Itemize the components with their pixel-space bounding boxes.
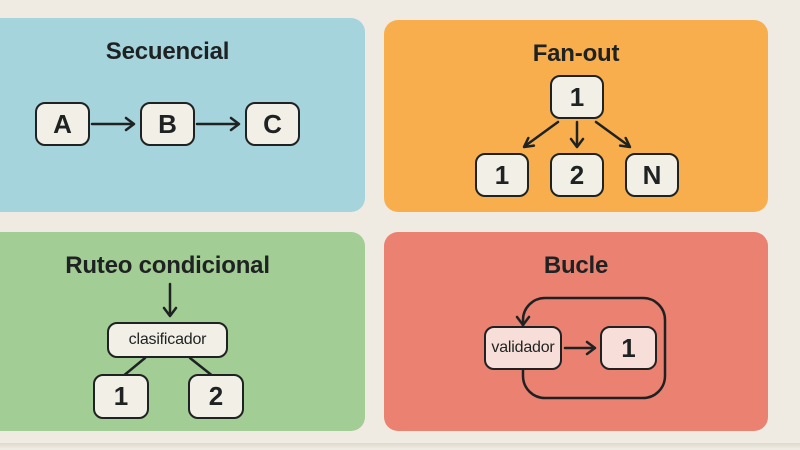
node-loop-1-label: 1 [621,332,636,363]
arrow-right-icon [195,116,241,132]
arrow-down-icon [569,120,585,149]
node-c-label: C [263,108,282,139]
panel-ruteo-title: Ruteo condicional [65,252,270,279]
node-classifier: clasificador [107,322,228,358]
panel-fanout-title: Fan-out [532,40,620,67]
arrow-down-icon [162,282,178,318]
panel-fanout: Fan-out 1 1 2 N [384,20,768,212]
node-a-label: A [53,108,72,139]
node-c: C [245,102,300,146]
node-source-label: 1 [569,81,585,112]
loop-arrowhead-down-icon [515,315,531,327]
sequential-edges [90,116,241,132]
arrow-right-icon [563,340,597,356]
node-source: 1 [550,75,604,119]
node-validator-label: validador [491,339,555,356]
panel-bucle: Bucle validador 1 [384,232,768,431]
arrow-down-left-icon [522,120,560,149]
node-loop-1: 1 [600,326,657,370]
node-route-1: 1 [93,374,149,419]
node-classifier-label: clasificador [128,331,207,348]
node-b-label: B [158,108,177,139]
panel-bucle-title: Bucle [543,252,609,279]
node-route-1-label: 1 [113,381,129,411]
arrow-right-icon [90,116,136,132]
node-worker-n: N [625,153,679,197]
fanout-edges [522,120,632,149]
node-route-2-label: 2 [208,381,224,411]
background-shadow-line [0,443,800,448]
panel-ruteo-condicional: Ruteo condicional clasificador 1 2 [0,232,365,431]
panel-secuencial: Secuencial A B C [0,18,365,212]
node-a: A [35,102,90,146]
node-worker-2: 2 [550,153,604,197]
node-b: B [140,102,195,146]
bucle-edges [515,296,667,400]
node-worker-2-label: 2 [569,159,585,190]
panel-secuencial-title: Secuencial [105,38,230,65]
node-worker-n-label: N [642,159,662,190]
branch-line-left [120,356,147,379]
node-worker-1: 1 [475,153,529,197]
arrow-down-right-icon [594,120,632,149]
node-validator: validador [484,326,562,370]
node-route-2: 2 [188,374,244,419]
ruteo-edges [120,282,216,379]
node-worker-1-label: 1 [494,159,510,190]
branch-line-right [188,356,216,379]
